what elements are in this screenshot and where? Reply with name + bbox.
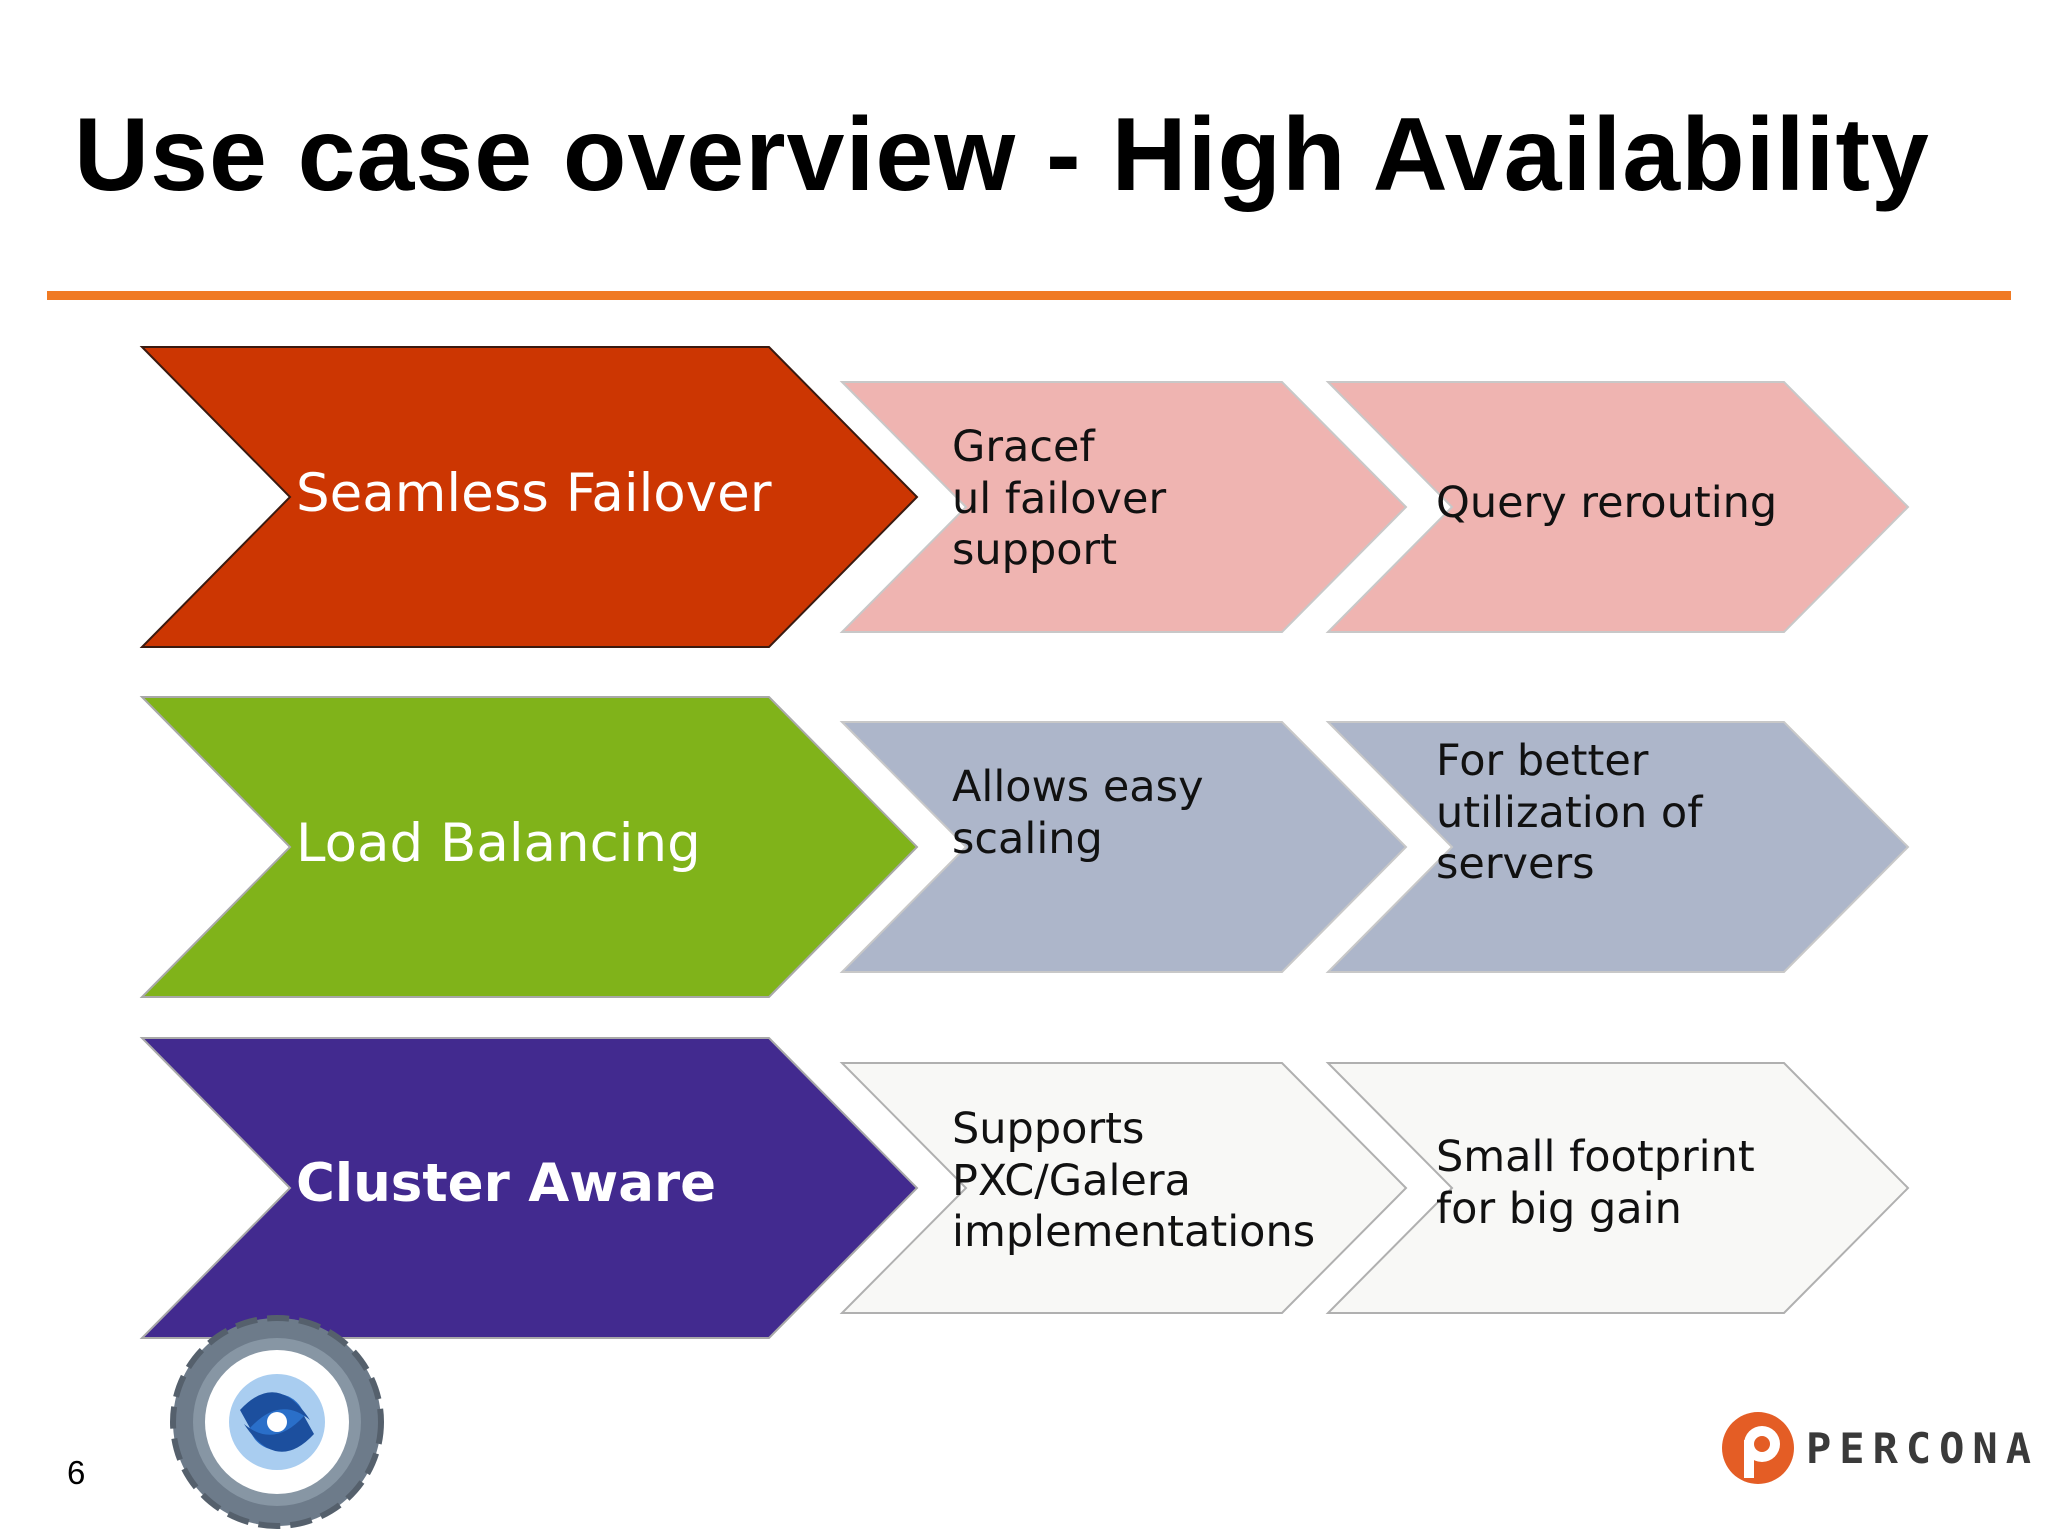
- step-label-graceful-failover: Gracef ul failover support: [952, 422, 1167, 576]
- page-number: 6: [67, 1454, 86, 1491]
- step-label-query-rerouting: Query rerouting: [1436, 478, 1778, 528]
- chevron-main-cluster-aware: [139, 1037, 919, 1339]
- chevron-pxc-galera: [839, 1062, 1408, 1314]
- slide-title: Use case overview - High Availability: [74, 97, 1930, 213]
- main-label-seamless-failover: Seamless Failover: [296, 463, 772, 524]
- step-label-small-footprint: Small footprint for big gain: [1436, 1132, 1755, 1234]
- step-label-easy-scaling: Allows easy scaling: [952, 762, 1204, 864]
- step-label-pxc-galera: Supports PXC/Galera implementations: [952, 1104, 1316, 1258]
- main-label-cluster-aware: Cluster Aware: [296, 1153, 717, 1214]
- chevron-graceful-failover: [839, 381, 1408, 633]
- step-label-server-utilization: For better utilization of servers: [1436, 736, 1703, 890]
- chevron-easy-scaling: [839, 721, 1408, 973]
- title-underline: [47, 291, 2011, 300]
- proxysql-gear-logo-icon: [170, 1315, 384, 1529]
- percona-wordmark: PERCONA: [1806, 1424, 2040, 1473]
- chevron-server-utilization: [1325, 721, 1910, 973]
- percona-logo-icon: [1722, 1412, 1794, 1484]
- chevron-query-rerouting: [1325, 381, 1910, 633]
- chevron-main-load-balancing: [139, 696, 919, 998]
- chevron-main-seamless-failover: [139, 346, 919, 648]
- chevron-small-footprint: [1325, 1062, 1910, 1314]
- main-label-load-balancing: Load Balancing: [296, 813, 701, 874]
